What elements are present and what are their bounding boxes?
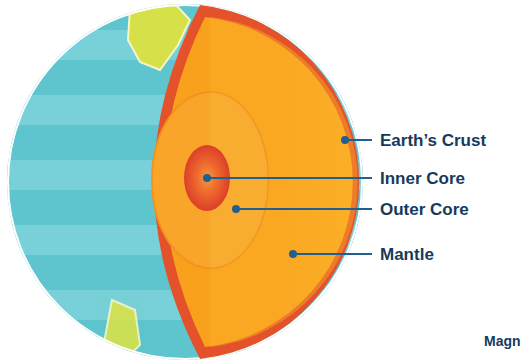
part-label: Mantle — [380, 246, 434, 263]
globe — [0, 0, 370, 364]
crust — [154, 5, 359, 359]
part-label: Outer Core — [380, 201, 469, 218]
outer-core — [152, 92, 268, 268]
mantle-shade — [210, 17, 358, 347]
part-label: Earth’s Crust — [380, 132, 486, 149]
globe-outline — [8, 5, 362, 359]
part-label: Inner Core — [380, 170, 465, 187]
cut-off-label: Magn — [484, 334, 521, 348]
leader-lines — [207, 140, 372, 254]
leader-dots — [203, 136, 349, 258]
